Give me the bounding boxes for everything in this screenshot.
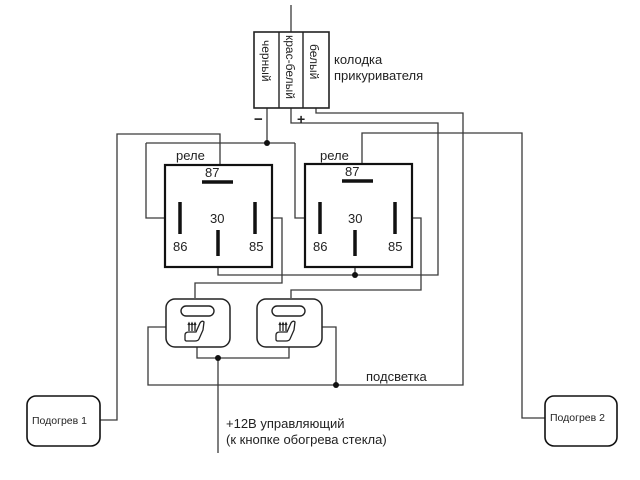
switch2-backlight-wire [322, 326, 337, 385]
seat-heater-switch-1[interactable] [165, 298, 231, 348]
cigarette-lighter-connector: черный крас-белый белый [253, 31, 330, 109]
switch-common-wire [196, 347, 290, 359]
pin-85-label: 85 [249, 239, 263, 254]
white-backlight-wire [147, 108, 464, 386]
relay1-87-to-heater1-wire [100, 133, 221, 421]
junction-dot [352, 272, 358, 278]
relay-1: реле 87 86 30 85 [163, 148, 274, 269]
pin-86-label: 86 [173, 239, 187, 254]
connector-label: колодка [334, 52, 383, 67]
pin-87-label: 87 [205, 165, 219, 180]
wire-label-white: белый [307, 44, 321, 79]
heater-2: Подогрев 2 [544, 395, 618, 447]
backlight-label: подсветка [366, 369, 428, 384]
junction-dot [333, 382, 339, 388]
connector-label-2: прикуривателя [334, 68, 423, 83]
pin-87-label: 87 [345, 164, 359, 179]
pin-30-label: 30 [348, 211, 362, 226]
control-label: +12В управляющий [226, 416, 345, 431]
relay-label: реле [320, 148, 349, 163]
minus-label: − [254, 111, 263, 128]
relay-label: реле [176, 148, 205, 163]
heater-1: Подогрев 1 [26, 395, 101, 447]
wire-label-black: черный [259, 40, 273, 82]
pin-86-label: 86 [313, 239, 327, 254]
wire-label-red-white: крас-белый [283, 35, 297, 99]
relay-2: реле 87 86 30 85 [303, 148, 414, 269]
plus-label: + [297, 111, 305, 127]
relay1-85-to-switch1-wire [194, 217, 283, 298]
junction-dot [264, 140, 270, 146]
heater-1-label: Подогрев 1 [32, 415, 87, 427]
plus-wire [290, 108, 439, 276]
relay2-87-to-heater2-wire [361, 132, 545, 419]
heated-seat-icon [184, 320, 205, 342]
seat-heater-switch-2[interactable] [256, 298, 323, 348]
junction-dot [215, 355, 221, 361]
pin-30-label: 30 [210, 211, 224, 226]
heated-seat-icon [275, 320, 296, 342]
heater-2-label: Подогрев 2 [550, 412, 605, 424]
control-label-2: (к кнопке обогрева стекла) [226, 432, 387, 447]
pin-85-label: 85 [388, 239, 402, 254]
